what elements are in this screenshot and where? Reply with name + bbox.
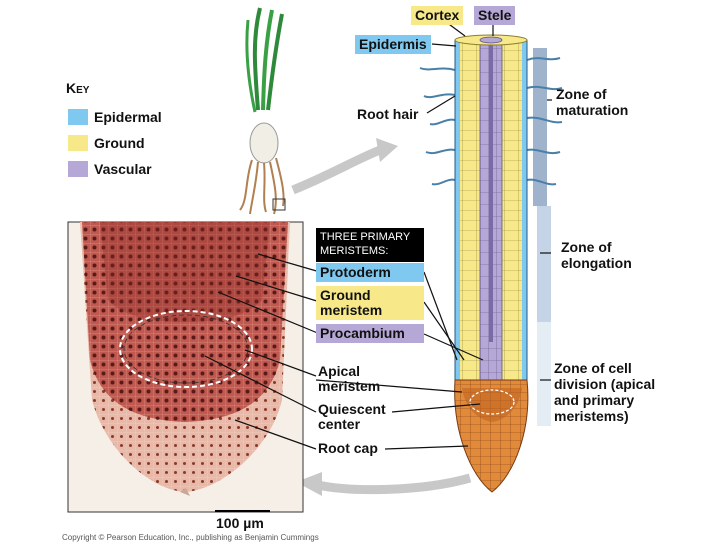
zone-division-line4: meristems) bbox=[554, 408, 629, 424]
zone-division-line2: division (apical bbox=[554, 376, 656, 392]
zone-elongation-label: Zone of elongation bbox=[561, 239, 632, 271]
root-section bbox=[454, 34, 529, 493]
meristems-title-line2: meristems: bbox=[320, 245, 389, 257]
quiescent-center-line1: Quiescent bbox=[318, 401, 386, 417]
zone-elongation-line1: Zone of bbox=[561, 239, 612, 255]
procambium-label: Procambium bbox=[316, 324, 424, 343]
key-label-ground: Ground bbox=[94, 135, 145, 151]
key-label-epidermal: Epidermal bbox=[94, 109, 162, 125]
cortex-label: Cortex bbox=[411, 6, 464, 25]
protoderm-label: Protoderm bbox=[316, 263, 424, 282]
lower-arrow-head bbox=[296, 472, 322, 496]
meristems-title-box: Three primary meristems: bbox=[316, 228, 424, 262]
zone-maturation-label: Zone of maturation bbox=[556, 86, 628, 118]
zone-bar-elongation bbox=[537, 206, 551, 322]
upper-arrow-head bbox=[376, 138, 398, 162]
zone-elongation-line2: elongation bbox=[561, 255, 632, 271]
zone-maturation-line2: maturation bbox=[556, 102, 629, 118]
apical-meristem-label: Apical meristem bbox=[318, 364, 380, 394]
zone-bar-division bbox=[537, 322, 551, 426]
zone-division-line1: Zone of cell bbox=[554, 360, 632, 376]
seedling-illustration bbox=[239, 7, 286, 215]
zone-division-label: Zone of cell division (apical and primar… bbox=[554, 360, 655, 424]
zone-division-line3: and primary bbox=[554, 392, 635, 408]
root-hair-label: Root hair bbox=[357, 106, 419, 122]
key-swatch-epidermal bbox=[68, 109, 88, 125]
quiescent-center-label: Quiescent center bbox=[318, 402, 386, 432]
lower-arrow bbox=[317, 473, 472, 495]
root-hairs bbox=[419, 57, 563, 186]
meristems-title-line1: Three primary bbox=[320, 231, 411, 243]
epidermis-label: Epidermis bbox=[355, 35, 431, 54]
ground-meristem-label: Ground meristem bbox=[316, 286, 424, 320]
key-label-vascular: Vascular bbox=[94, 161, 152, 177]
micrograph bbox=[67, 221, 304, 513]
stele-label: Stele bbox=[474, 6, 516, 25]
ground-meristem-line2: meristem bbox=[320, 302, 383, 318]
scale-bar-label: 100 µm bbox=[216, 515, 264, 531]
key-swatch-vascular bbox=[68, 161, 88, 177]
key-swatch-ground bbox=[68, 135, 88, 151]
quiescent-center-line2: center bbox=[318, 416, 361, 432]
ground-meristem-line1: Ground bbox=[320, 287, 371, 303]
upper-arrow bbox=[291, 145, 382, 195]
copyright-text: Copyright © Pearson Education, Inc., pub… bbox=[62, 533, 319, 542]
key-title: Key bbox=[66, 80, 90, 96]
zone-maturation-line1: Zone of bbox=[556, 86, 607, 102]
root-cap-label: Root cap bbox=[318, 440, 378, 456]
apical-meristem-line1: Apical bbox=[318, 363, 361, 379]
apical-meristem-line2: meristem bbox=[318, 378, 381, 394]
